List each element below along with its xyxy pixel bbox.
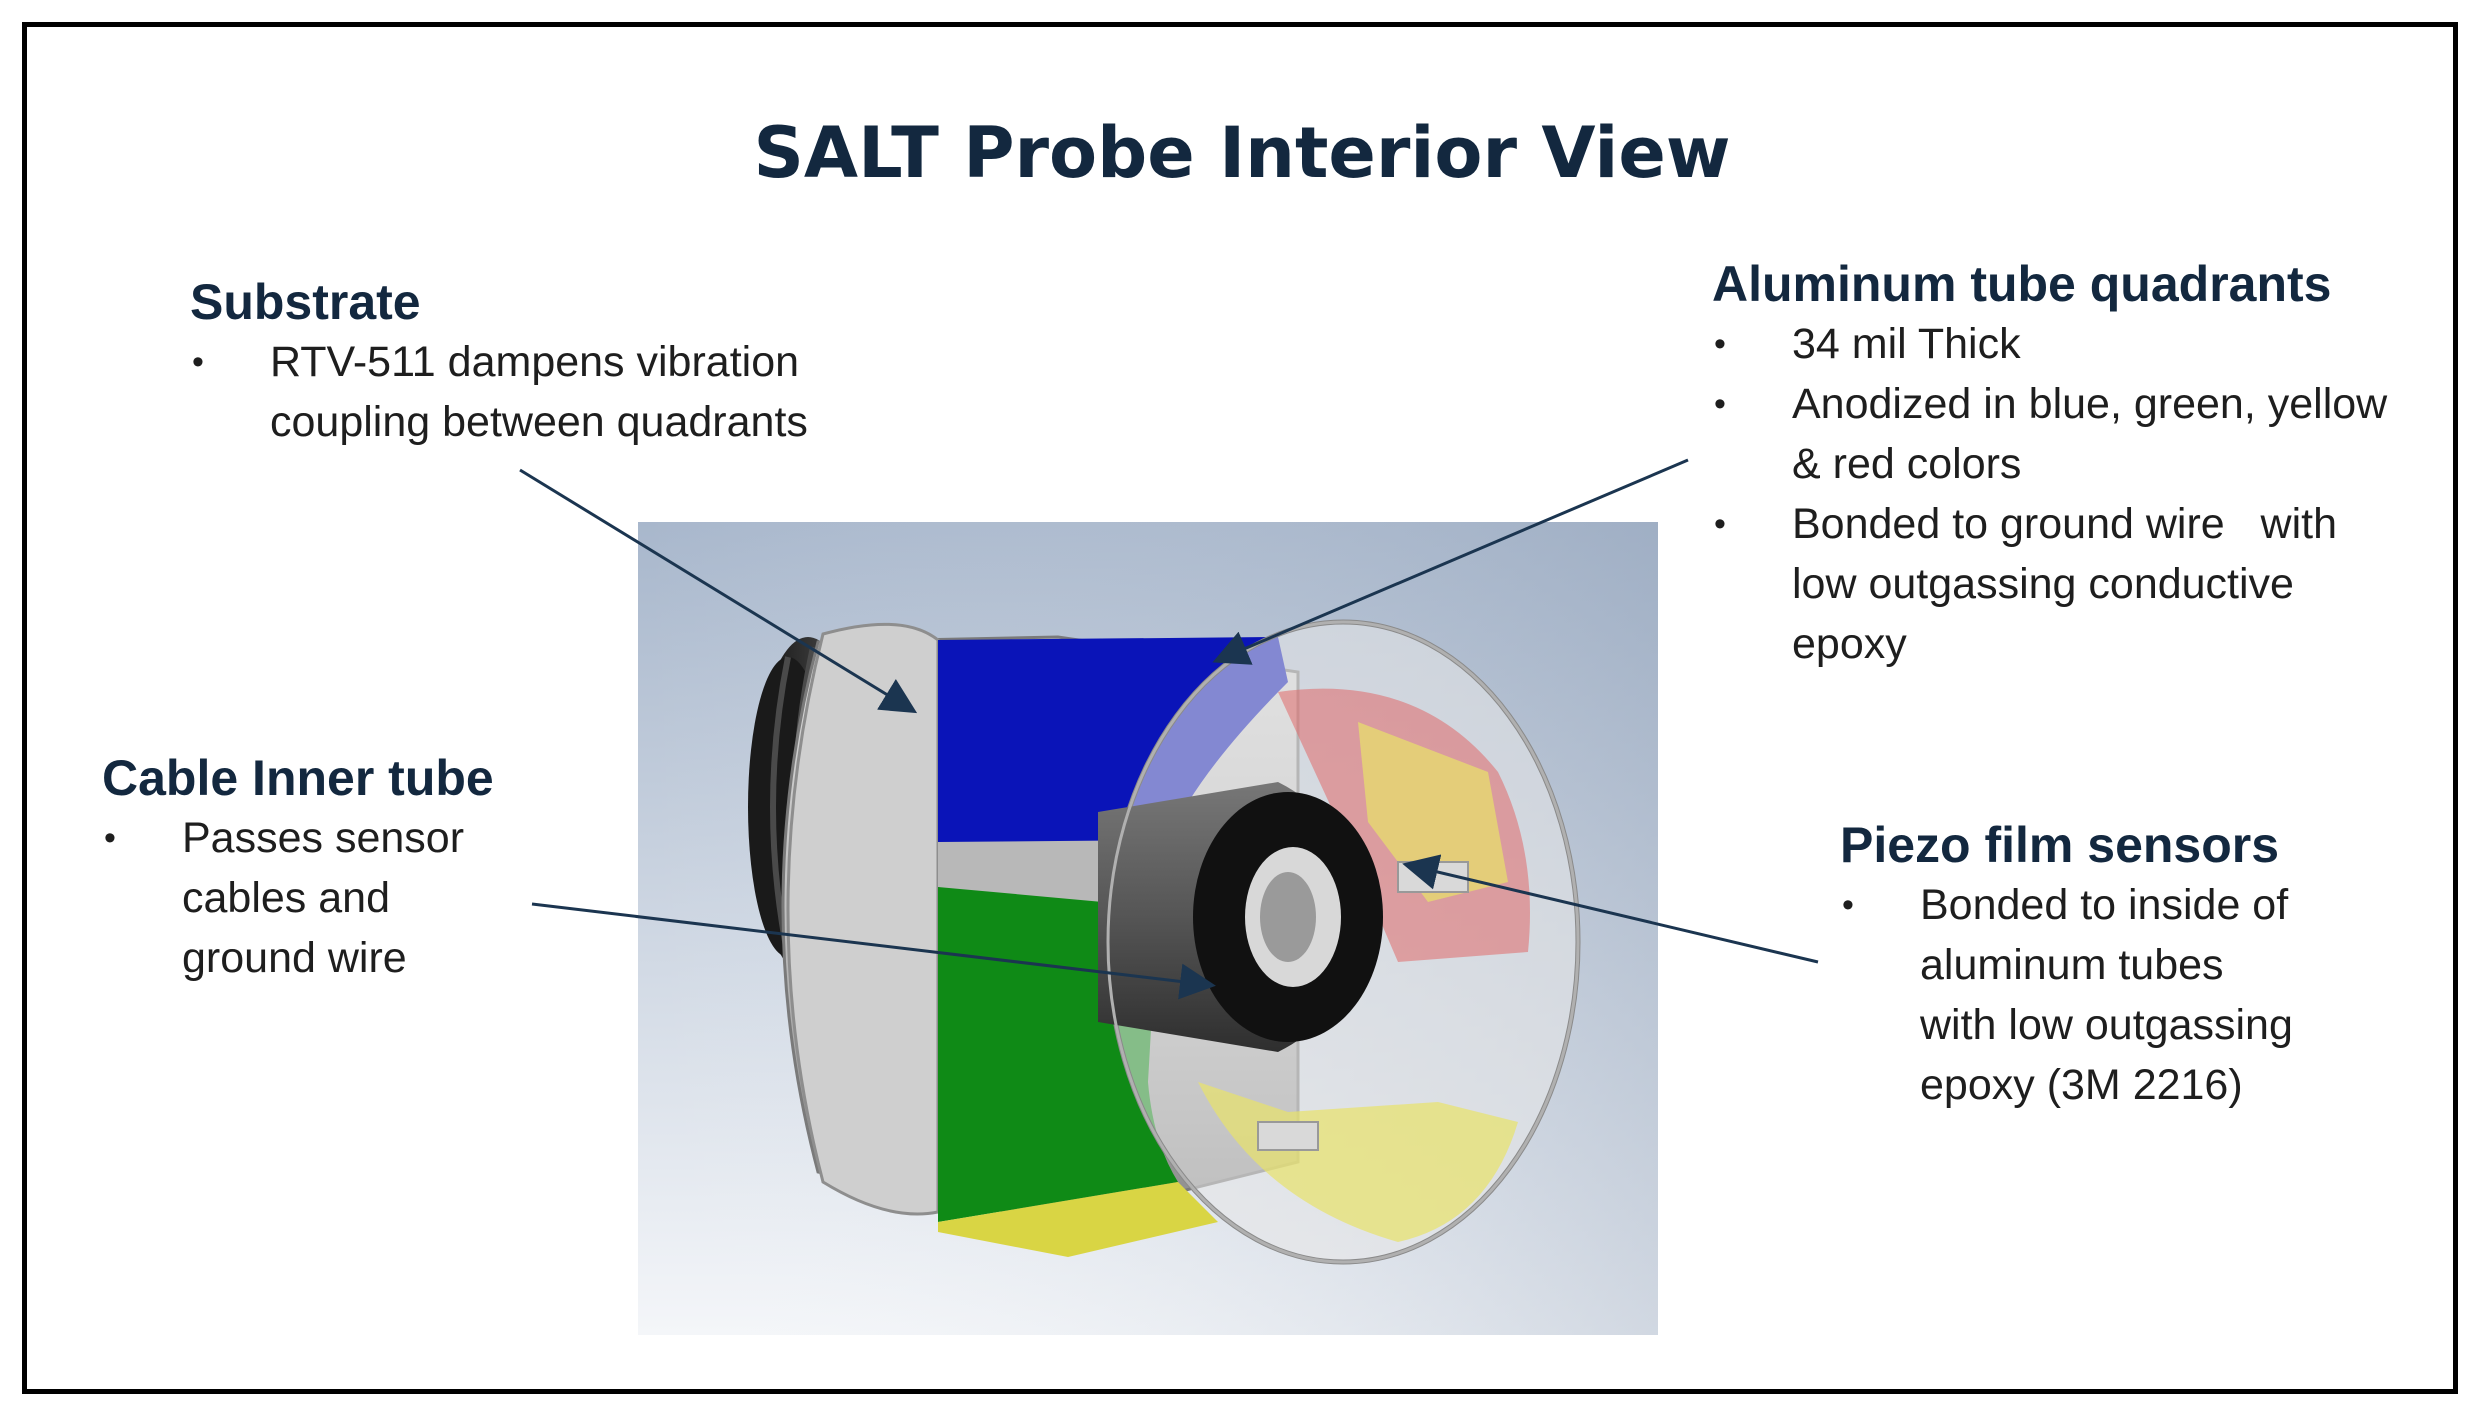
substrate-heading: Substrate	[190, 274, 421, 330]
cable-bullets: • Passes sensor cables and ground wire	[102, 808, 494, 988]
piezo-heading: Piezo film sensors	[1840, 817, 2280, 873]
bullet-item: • RTV-511 dampens vibration coupling bet…	[192, 338, 808, 446]
bullet-item: • 34 mil Thick	[1714, 320, 2021, 368]
substrate-bullets: • RTV-511 dampens vibration coupling bet…	[190, 332, 808, 452]
bullet-item: • Bonded to ground wire with low outgass…	[1714, 500, 2337, 668]
page-title: SALT Probe Interior View	[753, 112, 1731, 194]
cable-callout: Cable Inner tube • Passes sensor cables …	[102, 748, 494, 988]
substrate-callout: Substrate • RTV-511 dampens vibration co…	[190, 272, 808, 452]
aluminum-heading: Aluminum tube quadrants	[1712, 256, 2332, 312]
aluminum-callout: Aluminum tube quadrants • 34 mil Thick •…	[1712, 254, 2387, 674]
yellow-quadrant	[938, 1182, 1218, 1257]
bullet-item: • Bonded to inside of aluminum tubes wit…	[1842, 881, 2293, 1109]
bullet-item: • Passes sensor cables and ground wire	[104, 814, 465, 982]
aluminum-bullets: • 34 mil Thick • Anodized in blue, green…	[1712, 314, 2387, 674]
probe-render	[638, 522, 1658, 1335]
piezo-callout: Piezo film sensors • Bonded to inside of…	[1840, 815, 2293, 1115]
piezo-bullets: • Bonded to inside of aluminum tubes wit…	[1840, 875, 2293, 1115]
cable-heading: Cable Inner tube	[102, 750, 494, 806]
bullet-item: • Anodized in blue, green, yellow & red …	[1714, 380, 2388, 488]
